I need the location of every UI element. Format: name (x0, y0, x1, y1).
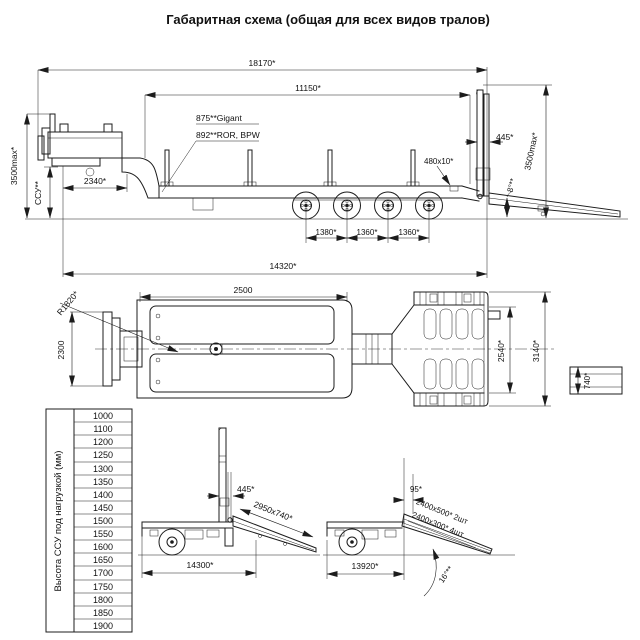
long-view-dimensions (141, 493, 314, 578)
note-deck-height-gigant: 875**Gigant (196, 113, 242, 123)
dim-height-max-left: 3500max* (9, 146, 19, 185)
ssu-table: Высота ССУ под нагрузкой (мм) 1000 1100 … (45, 408, 133, 633)
table-cell: 1250 (93, 450, 113, 460)
table-cell: 1750 (93, 582, 113, 592)
dim-swing-radius: R1820* (55, 288, 81, 317)
steep-view-dimensions (326, 458, 440, 597)
dim-gooseneck-length: 2340* (84, 176, 107, 186)
dim-axle-spacing-1: 1380* (316, 228, 337, 237)
ramp-lowered (488, 192, 621, 218)
table-cell: 1850 (93, 608, 113, 618)
table-cell: 1600 (93, 542, 113, 552)
dim-pack-thickness: 445* (237, 484, 255, 494)
side-dimensions (24, 67, 552, 278)
dim-gooseneck-plan-length: 2500 (234, 285, 253, 295)
dim-ramp-pack-thickness: 445* (496, 132, 514, 142)
rear-platform (326, 521, 405, 556)
dim-ramp-width: 740* (583, 373, 592, 389)
side-view: 18170* 11150* 3500max* ССУ** 2340* 875**… (9, 58, 628, 278)
table-cell: 1200 (93, 437, 113, 447)
dim-length-platform: 11150* (295, 83, 321, 93)
plan-deck (351, 291, 501, 407)
dim-overall-length-long: 14300* (187, 560, 215, 570)
dim-ramp-angle-steep: 16°** (437, 564, 455, 584)
dim-axle-spacing-2: 1360* (357, 228, 378, 237)
plan-gooseneck (136, 299, 353, 399)
dim-ssu-height: ССУ** (33, 180, 43, 205)
table-cell: 1800 (93, 595, 113, 605)
ramp-raised (475, 89, 491, 197)
dim-kingpin-to-rear: 14320* (270, 261, 298, 271)
table-cell: 1900 (93, 621, 113, 631)
dim-overall-length-steep: 13920* (352, 561, 380, 571)
table-cell: 1550 (93, 529, 113, 539)
table-values: 1000 1100 1200 1250 1300 1350 1400 1450 … (93, 411, 113, 631)
table-cell: 1350 (93, 477, 113, 487)
rear-platform (141, 521, 234, 556)
dim-axle-spacing-3: 1360* (399, 228, 420, 237)
dim-tip-offset: 95* (410, 485, 422, 494)
stakes (160, 149, 420, 187)
dim-overall-width: 3140* (531, 339, 541, 362)
table-cell: 1400 (93, 490, 113, 500)
drawing-title: Габаритная схема (общая для всех видов т… (166, 12, 490, 27)
table-cell: 1500 (93, 516, 113, 526)
table-header: Высота ССУ под нагрузкой (мм) (53, 451, 64, 592)
wheels (292, 191, 443, 220)
table-cell: 1450 (93, 503, 113, 513)
ramp-lowered-long (232, 515, 317, 553)
table-cell: 1000 (93, 411, 113, 421)
gooseneck (37, 113, 160, 277)
dim-ramp-angle: 8°** (505, 177, 517, 193)
note-deck-height-ror-bpw: 892**ROR, BPW (196, 130, 260, 140)
ramp-view-steep: 95* 2400x500* 2шт 2400x300* 4шт 13920* 1… (323, 458, 515, 597)
ramp-raised-pack (218, 427, 233, 523)
plan-dimensions (59, 291, 581, 407)
dim-length-overall: 18170* (249, 58, 277, 68)
plan-view: R1820* 2500 2300 2540* 3140* 740* (55, 285, 623, 407)
table-cell: 1300 (93, 464, 113, 474)
dim-stake-pocket: 480x10* (424, 157, 453, 166)
dim-deck-width: 2540* (496, 339, 506, 362)
table-cell: 1650 (93, 555, 113, 565)
dim-height-max-right: 3500max* (522, 131, 540, 171)
table-cell: 1100 (93, 424, 112, 434)
table-cell: 1700 (93, 568, 113, 578)
dim-ramp-size-long: 2950x740* (252, 499, 294, 523)
ramp-lowered-steep (401, 513, 493, 555)
plan-front (102, 311, 143, 387)
dim-front-width: 2300 (56, 340, 66, 359)
ramp-view-long: 445* 2950x740* 14300* (138, 427, 320, 578)
